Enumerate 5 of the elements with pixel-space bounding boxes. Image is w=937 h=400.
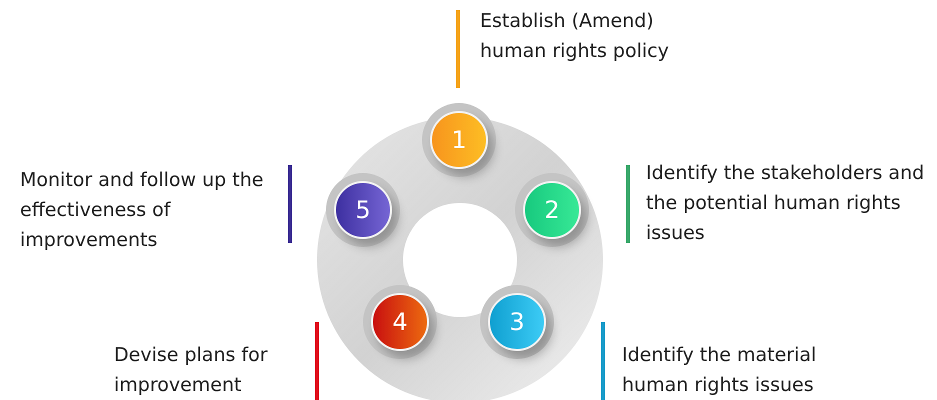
step-description: Monitor and follow up the effectiveness of improvements xyxy=(20,168,264,253)
step-description: Identify the material human rights issues xyxy=(622,343,818,398)
step-description: Devise plans for improvement xyxy=(114,343,269,398)
step-description: Establish (Amend) human rights policy xyxy=(480,9,670,64)
step-description: Identify the stakeholders and the potential human rights issues xyxy=(646,161,926,246)
